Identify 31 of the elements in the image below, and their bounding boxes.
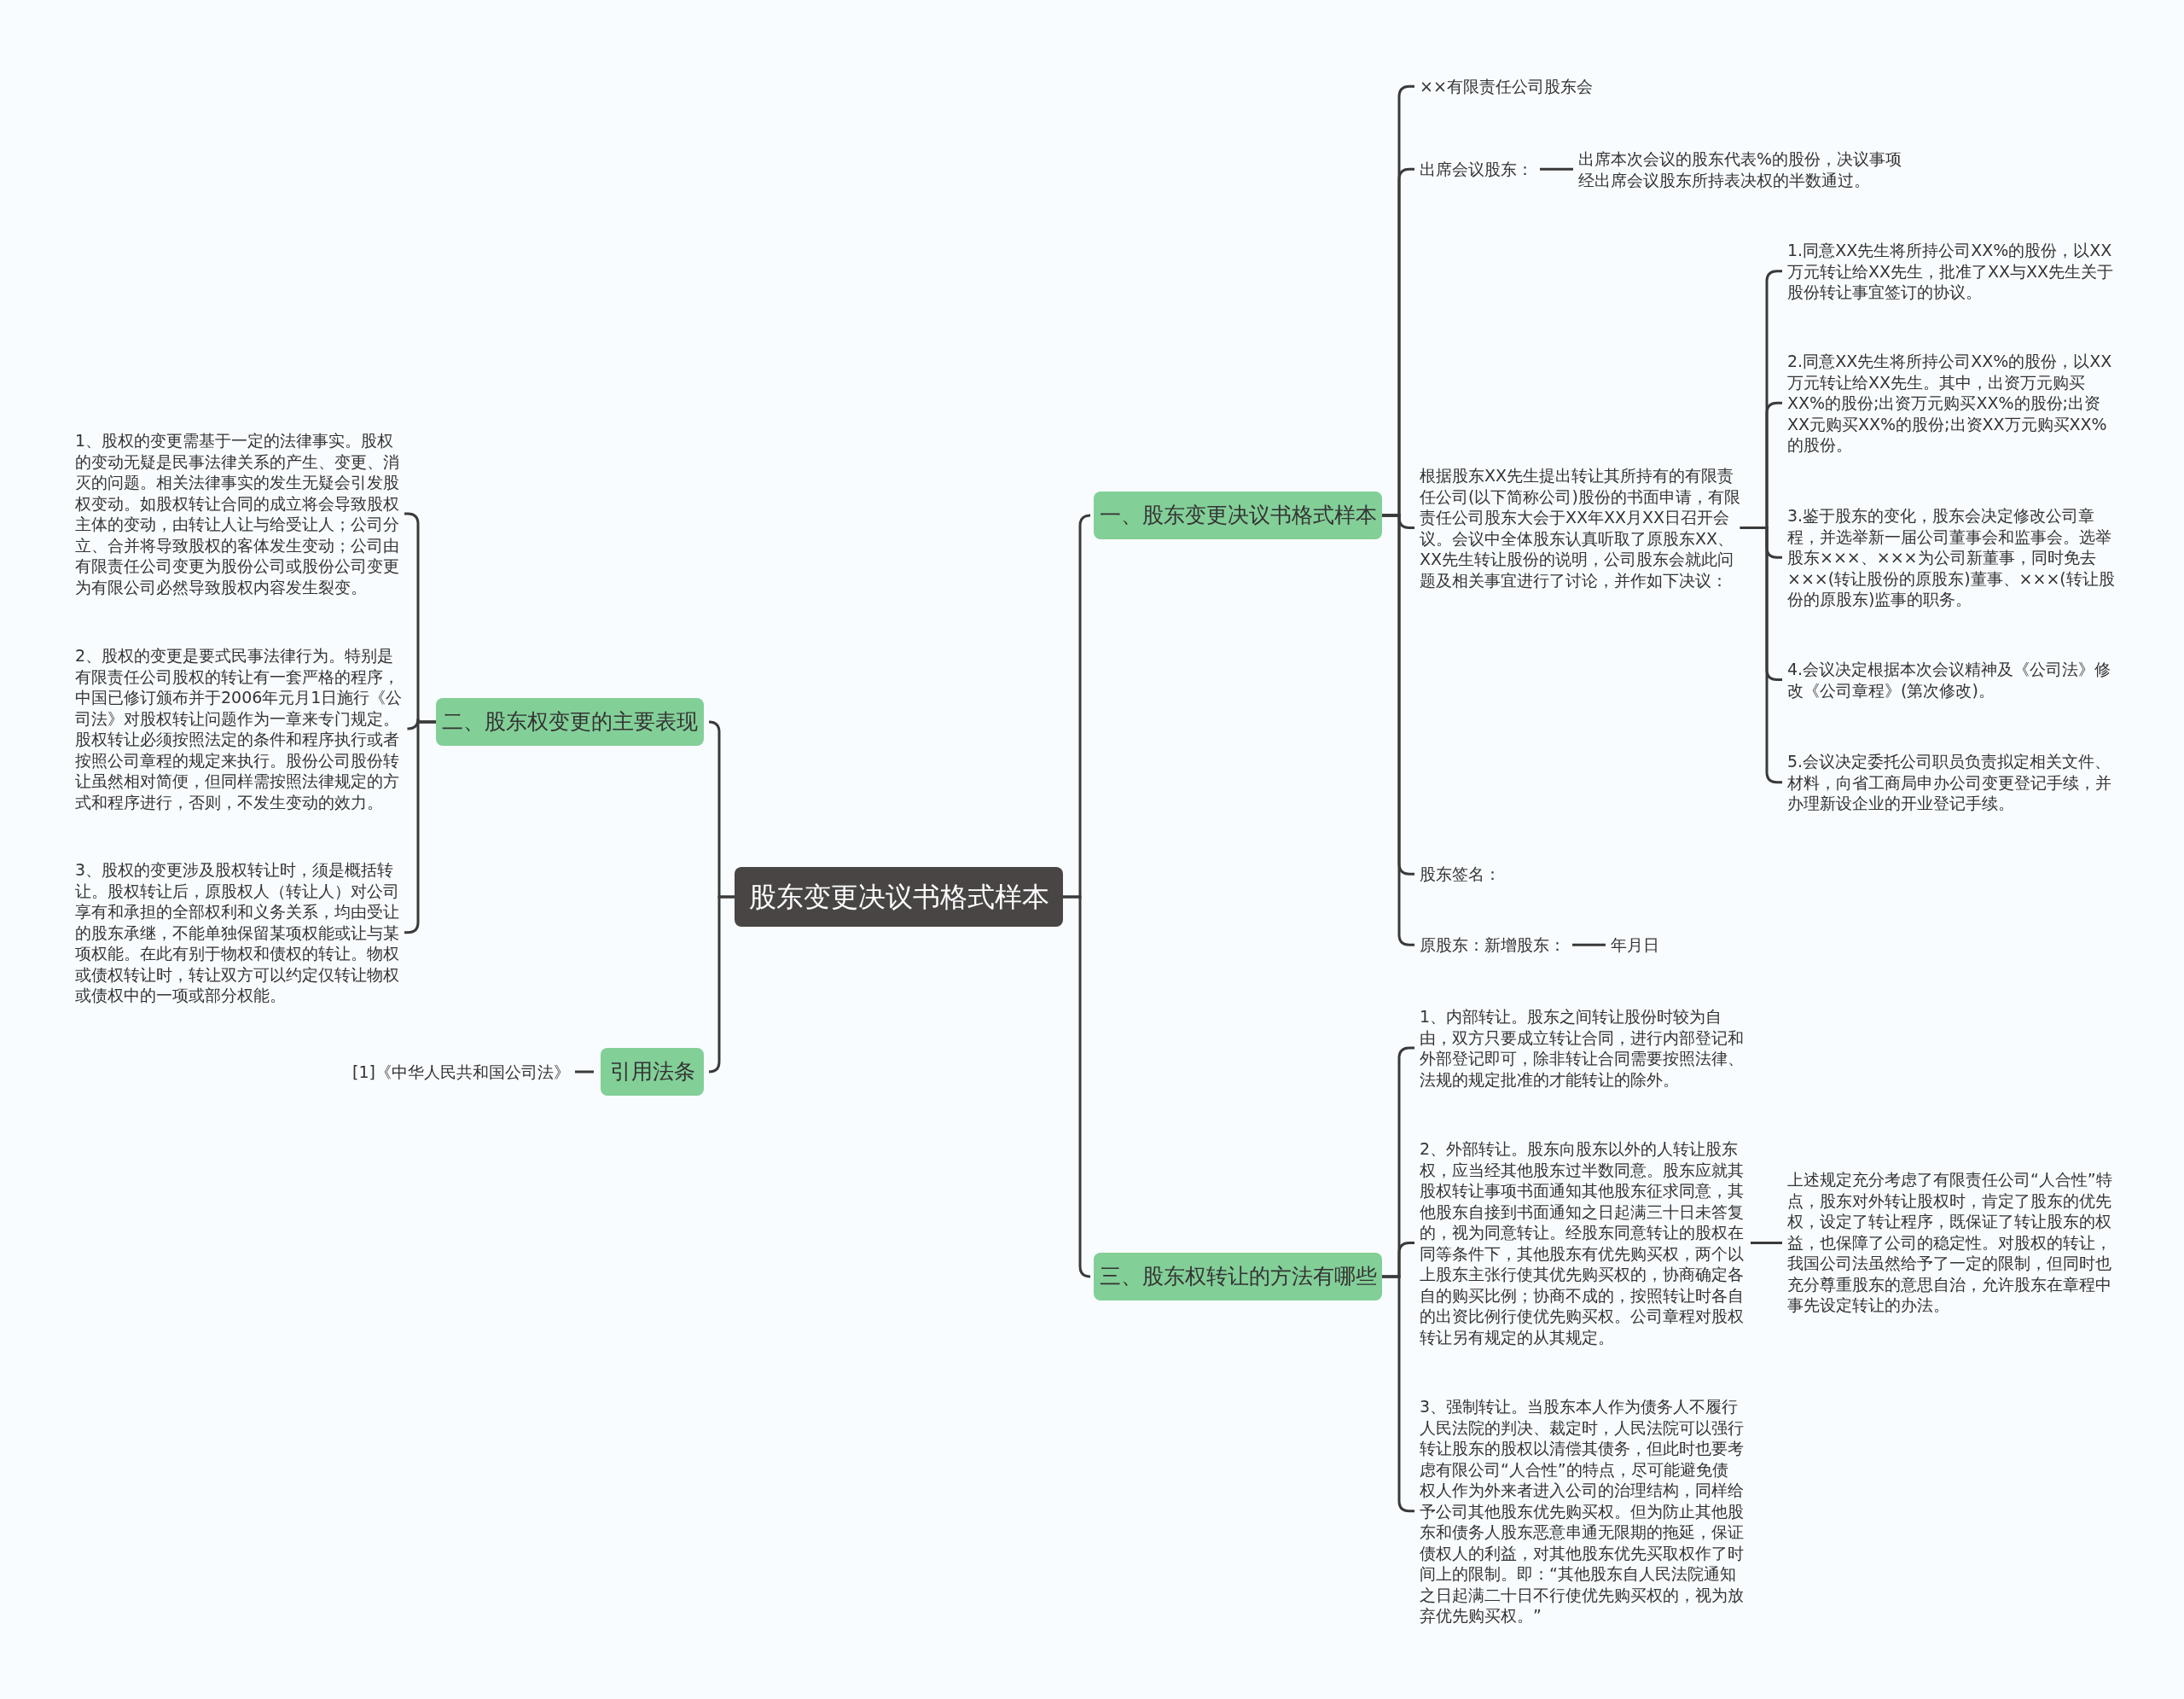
topic-text: 2.同意XX先生将所持公司XX%的股份，以XX万元转让给XX先生。其中，出资万元购买XX%的股份;出资万元购买XX%的股份;出资XX元购买XX%的股份;出资XX万元购买XX%的股份。 bbox=[1787, 351, 2117, 456]
topic-text: 1、股权的变更需基于一定的法律事实。股权的变动无疑是民事法律关系的产生、变更、消灭的问题。相关法律事实的发生无疑会引发股权变动。如股权转让合同的成立将会导致股权主体的变动，由转让人让与给受让人；公司分立、合并将导致股权的客体发生变动；公司由有限责任公司变更为股份公司或股份公司变更为有限公司必然导致股权内容发生裂变。 bbox=[75, 430, 403, 597]
topic-text: ××有限责任公司股东会 bbox=[1420, 76, 1641, 97]
connector-line bbox=[575, 1070, 594, 1074]
branch-topic-box: 二、股东权变更的主要表现 bbox=[436, 698, 704, 746]
topic-text: 2、外部转让。股东向股东以外的人转让股东权，应当经其他股东过半数同意。股东应就其股权转让事项书面通知其他股东征求同意，其他股东自接到书面通知之日起满三十日未答复的，视为同意转让。经股东同意转让的股权在同等条件下，其他股东有优先购买权，两个以上股东主张行使其优先购买权的，协商确定各自的购买比例；协商不成的，按照转让时各自的出资比例行使优先购买权。公司章程对股权转让另有规定的从其规定。 bbox=[1420, 1138, 1744, 1347]
topic-text: 3.鉴于股东的变化，股东会决定修改公司章程，并选举新一届公司董事会和监事会。选举股东×××、×××为公司新董事，同时免去×××(转让股份的原股东)董事、×××(转让股份的原股东)监事的职务。 bbox=[1787, 505, 2117, 610]
topic-text: 原股东：新增股东： bbox=[1420, 934, 1582, 956]
branch-topic-box: 引用法条 bbox=[601, 1048, 704, 1096]
topic-text: 3、股权的变更涉及股权转让时，须是概括转让。股权转让后，原股权人（转让人）对公司享有和承担的全部权利和义务关系，均由受让的股东承继，不能单独保留某项权能或让与某项权能。在此有别于物权和债权的转让。物权或债权转让时，转让双方可以约定仅转让物权或债权中的一项或部分权能。 bbox=[75, 859, 403, 1006]
topic-text: 股东签名： bbox=[1420, 864, 1539, 885]
topic-text: 3、强制转让。当股东本人作为债务人不履行人民法院的判决、裁定时，人民法院可以强行转让股东的股权以清偿其债务，但此时也要考虑有限公司“人合性”的特点，尽可能避免债权人作为外来者进入公司的治理结构，同样给予公司其他股东优先购买权。但为防止其他股东和债务人股东恶意串通无限期的拖延，保证债权人的利益，对其他股东优先买取权作了时间上的限制。即：“其他股东自人民法院通知之日起满二十日不行使优先购买权的，视为放弃优先购买权。” bbox=[1420, 1396, 1744, 1626]
connector-line bbox=[1751, 1242, 1782, 1244]
connector-line bbox=[1063, 895, 1092, 1278]
topic-text: 根据股东XX先生提出转让其所持有的有限责任公司(以下简称公司)股份的书面申请，有限责任公司股东大会于XX年XX月XX日召开会议。会议中全体股东认真听取了原股东XX、XX先生转让股份的说明，公司股东会就此问题及相关事宜进行了讨论，并作如下决议： bbox=[1420, 465, 1744, 591]
connector-line bbox=[1572, 943, 1606, 946]
topic-text: 出席会议股东： bbox=[1420, 159, 1539, 180]
connector-line bbox=[1540, 167, 1573, 171]
topic-text: 1.同意XX先生将所持公司XX%的股份，以XX万元转让给XX先生，批准了XX与XX先生关于股份转让事宜签订的协议。 bbox=[1787, 240, 2117, 303]
topic-text: 年月日 bbox=[1611, 934, 1679, 956]
topic-text: [1]《中华人民共和国公司法》 bbox=[348, 1062, 570, 1083]
topic-text: 1、内部转让。股东之间转让股份时较为自由，双方只要成立转让合同，进行内部登记和外部登记即可，除非转让合同需要按照法律、法规的规定批准的才能转让的除外。 bbox=[1420, 1006, 1744, 1090]
central-topic-box: 股东变更决议书格式样本 bbox=[735, 867, 1063, 927]
branch-topic-box: 一、股东变更决议书格式样本 bbox=[1094, 492, 1382, 539]
topic-text: 2、股权的变更是要式民事法律行为。特别是有限责任公司股权的转让有一套严格的程序，中国已修订颁布并于2006年元月1日施行《公司法》对股权转让问题作为一章来专门规定。股权转让必须按照法定的条件和程序执行或者按照公司章程的规定来执行。股份公司股份转让虽然相对简便，但同样需按照法律规定的方式和程序进行，否则，不发生变动的效力。 bbox=[75, 645, 403, 812]
topic-text: 上述规定充分考虑了有限责任公司“人合性”特点，股东对外转让股权时，肯定了股东的优先权，设定了转让程序，既保证了转让股东的权益，也保障了公司的稳定性。对股权的转让，我国公司法虽然给予了一定的限制，但同时也充分尊重股东的意思自治，允许股东在章程中事先设定转让的办法。 bbox=[1787, 1169, 2117, 1316]
branch-topic-box: 三、股东权转让的方法有哪些 bbox=[1094, 1253, 1382, 1300]
topic-text: 4.会议决定根据本次会议精神及《公司法》修改《公司章程》(第次修改)。 bbox=[1787, 659, 2117, 701]
topic-text: 5.会议决定委托公司职员负责拟定相关文件、材料，向省工商局申办公司变更登记手续，并办理新设企业的开业登记手续。 bbox=[1787, 751, 2117, 814]
topic-text: 出席本次会议的股东代表%的股份，决议事项经出席会议股东所持表决权的半数通过。 bbox=[1578, 148, 1911, 190]
connector-line bbox=[707, 895, 735, 1074]
